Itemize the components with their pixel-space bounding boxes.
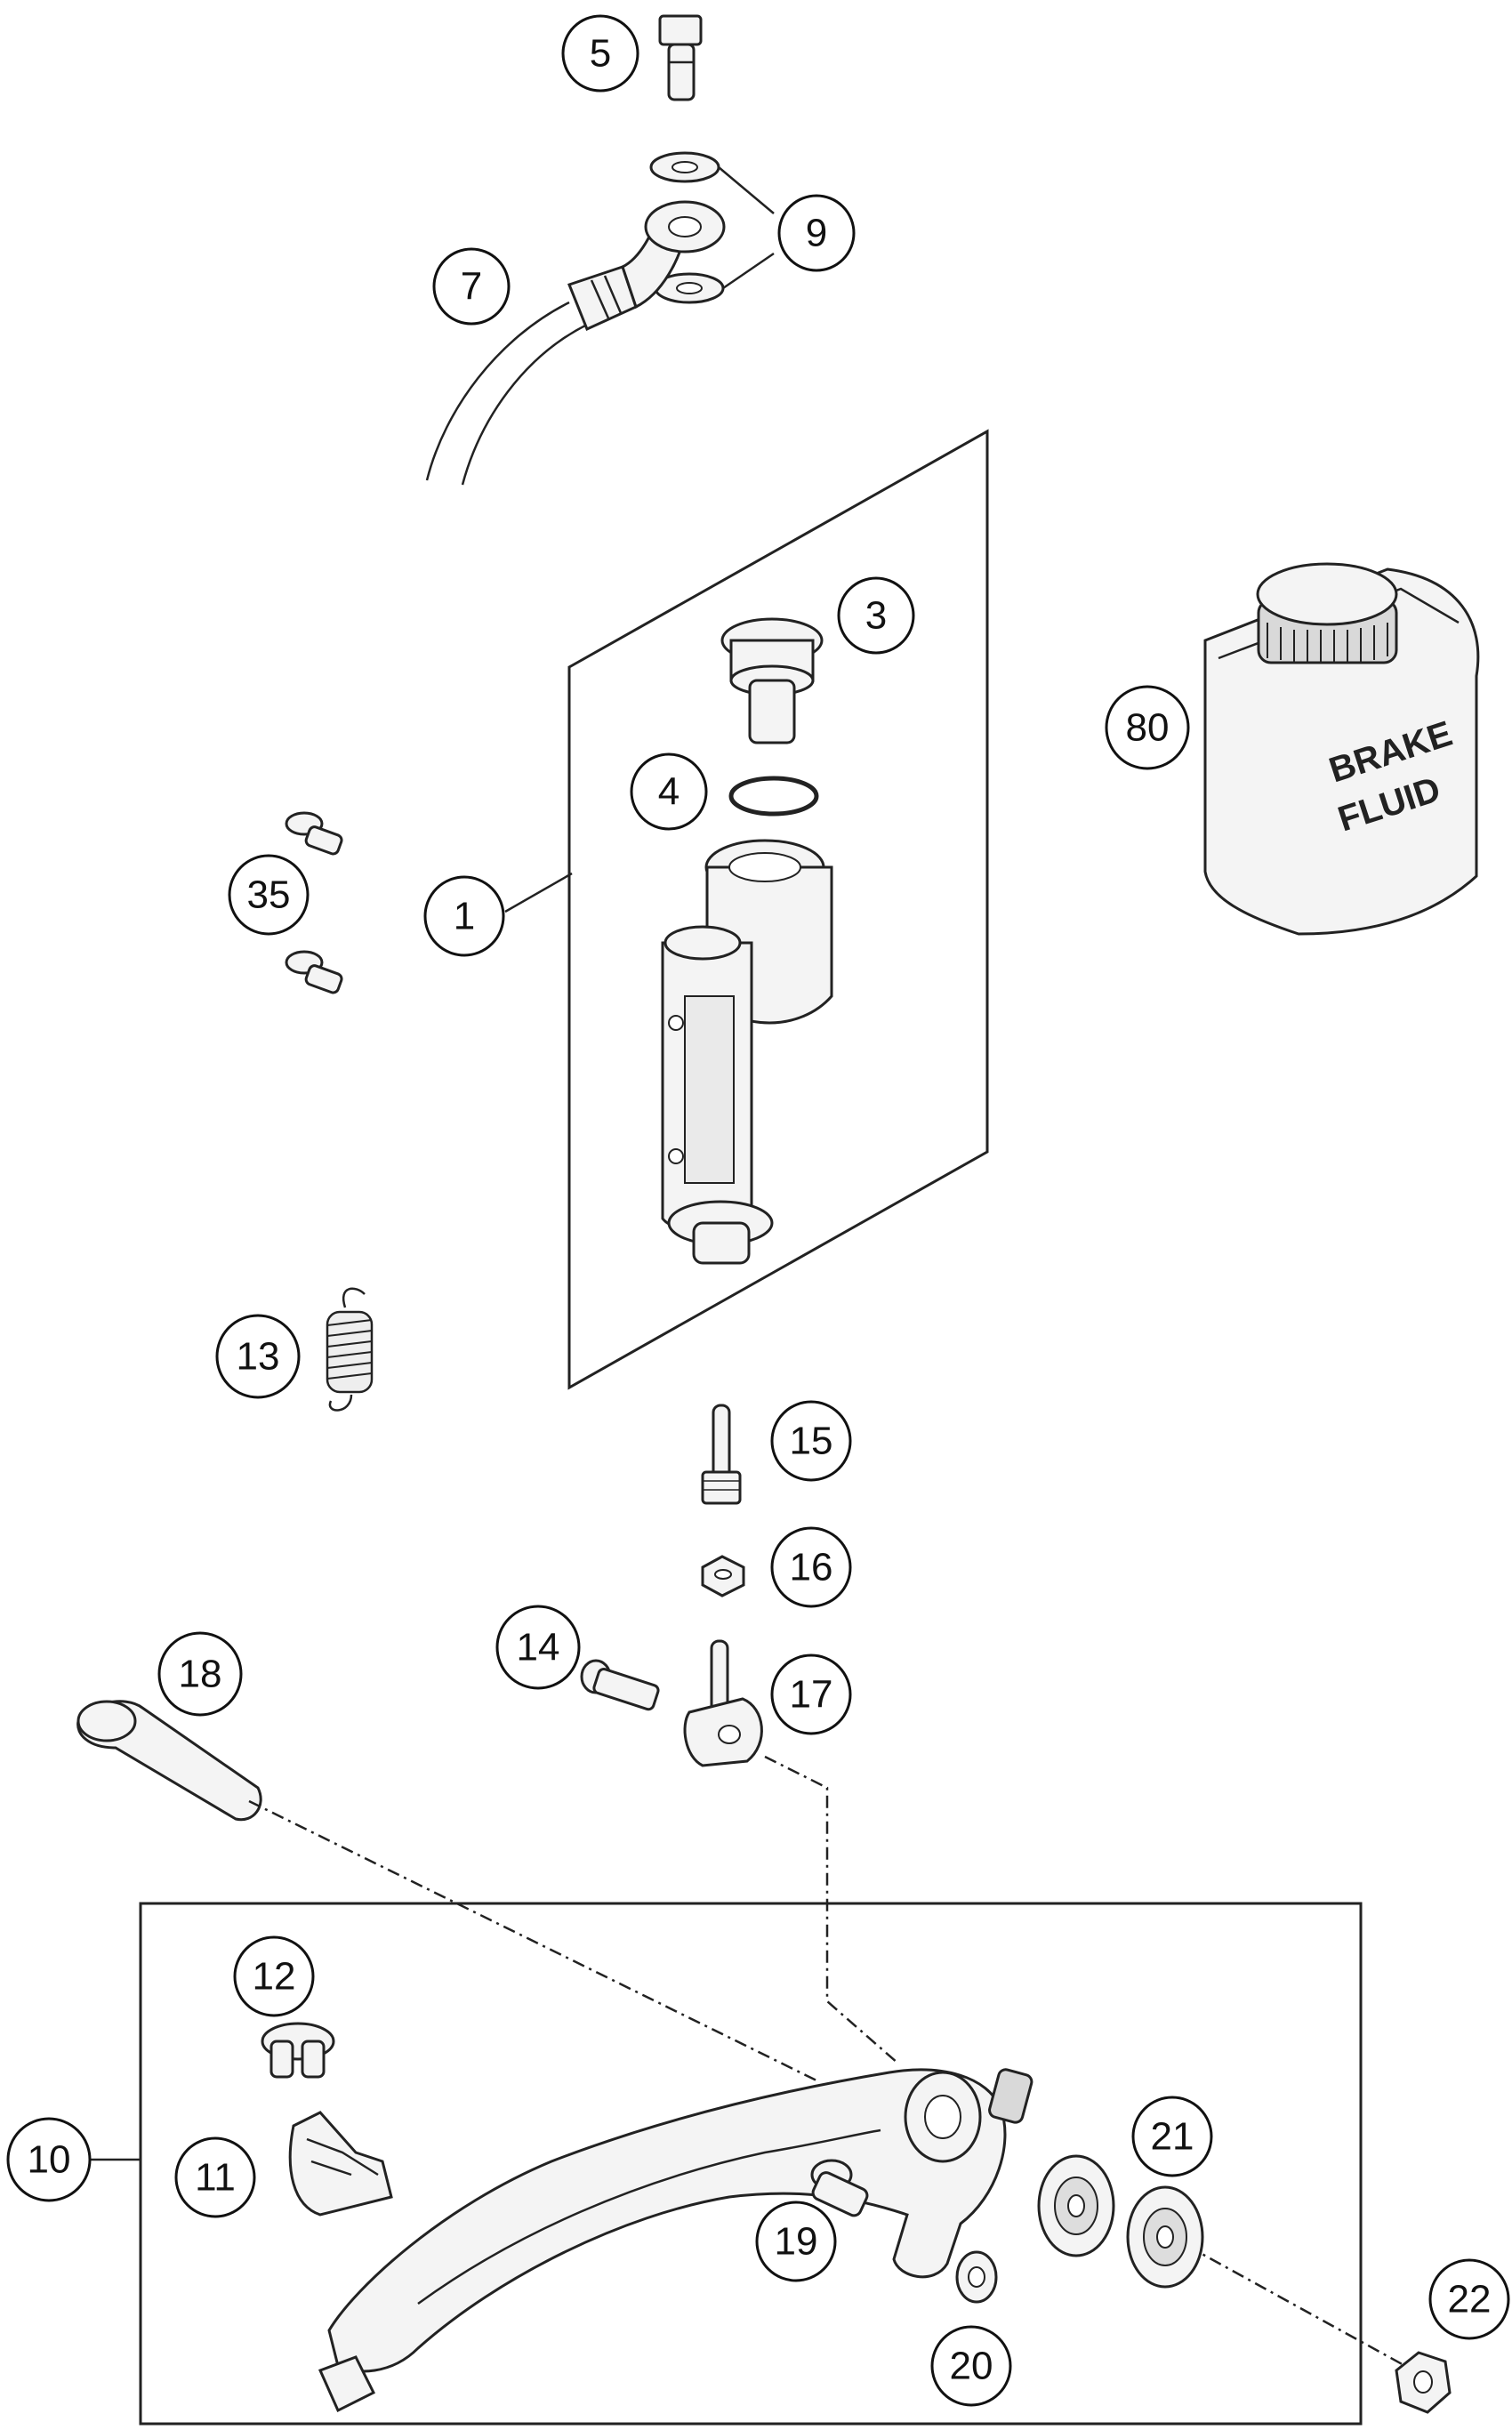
svg-text:22: 22 bbox=[1448, 2278, 1492, 2321]
svg-text:17: 17 bbox=[790, 1673, 833, 1717]
svg-text:3: 3 bbox=[865, 594, 887, 638]
callout-15: 15 bbox=[770, 1400, 852, 1482]
callout-9: 9 bbox=[777, 194, 856, 272]
washer-part bbox=[955, 2250, 998, 2304]
callout-22: 22 bbox=[1428, 2258, 1510, 2340]
callout-14: 14 bbox=[495, 1605, 581, 1690]
callout-80: 80 bbox=[1105, 685, 1190, 770]
svg-text:7: 7 bbox=[461, 265, 482, 309]
callout-11: 11 bbox=[174, 2136, 256, 2218]
svg-text:35: 35 bbox=[247, 873, 291, 917]
callout-3: 3 bbox=[837, 576, 915, 655]
master-cylinder-part bbox=[661, 839, 833, 1265]
svg-text:14: 14 bbox=[517, 1626, 560, 1670]
callout-7: 7 bbox=[432, 247, 511, 326]
svg-text:80: 80 bbox=[1126, 706, 1170, 750]
callout-35: 35 bbox=[228, 854, 310, 936]
svg-text:21: 21 bbox=[1151, 2115, 1194, 2159]
callout-21: 21 bbox=[1131, 2096, 1213, 2177]
bushing-part bbox=[261, 2022, 335, 2079]
svg-text:19: 19 bbox=[775, 2220, 818, 2264]
callout-19: 19 bbox=[755, 2201, 837, 2282]
svg-text:1: 1 bbox=[454, 895, 475, 938]
o-ring-part bbox=[728, 776, 819, 817]
svg-text:16: 16 bbox=[790, 1546, 833, 1589]
mounting-screw-part bbox=[285, 811, 343, 994]
svg-text:20: 20 bbox=[950, 2345, 993, 2388]
master-cylinder-group-frame bbox=[567, 429, 989, 1390]
callout-17: 17 bbox=[770, 1654, 852, 1735]
assembly-line-forkhead bbox=[764, 1755, 899, 2064]
fork-head-part bbox=[683, 1639, 763, 1767]
assembly-line-bolt bbox=[248, 1799, 819, 2083]
pedal-tip-part bbox=[288, 2111, 393, 2217]
callout-10: 10 bbox=[6, 2117, 92, 2202]
pedal-bolt-part bbox=[76, 1700, 262, 1822]
reservoir-connector-part bbox=[720, 617, 824, 744]
svg-text:10: 10 bbox=[28, 2138, 71, 2182]
svg-text:4: 4 bbox=[658, 770, 680, 814]
callout-5: 5 bbox=[561, 14, 639, 93]
callout-16: 16 bbox=[770, 1526, 852, 1608]
svg-text:5: 5 bbox=[590, 32, 611, 76]
callout-12: 12 bbox=[233, 1935, 315, 2017]
callout-18: 18 bbox=[157, 1631, 243, 1717]
assembly-line-bearing bbox=[1186, 2244, 1406, 2368]
brake-hose-part bbox=[425, 200, 726, 486]
callout-13: 13 bbox=[215, 1314, 301, 1399]
svg-text:9: 9 bbox=[806, 212, 827, 255]
svg-text:12: 12 bbox=[253, 1955, 296, 1999]
clevis-pin-part bbox=[580, 1659, 660, 1711]
callout-20: 20 bbox=[930, 2325, 1012, 2407]
svg-text:11: 11 bbox=[195, 2156, 236, 2200]
push-rod-part bbox=[701, 1404, 742, 1505]
sleeve-part bbox=[810, 2159, 869, 2217]
hex-nut-part bbox=[701, 1555, 745, 1597]
svg-text:15: 15 bbox=[790, 1420, 833, 1463]
brake-pedal-part bbox=[318, 2068, 1033, 2413]
lock-nut-part bbox=[1395, 2351, 1452, 2414]
brake-pedal-group-frame bbox=[139, 1902, 1363, 2426]
banjo-bolt-part bbox=[658, 14, 703, 101]
leader-lines bbox=[89, 166, 775, 2161]
callout-1: 1 bbox=[423, 875, 505, 957]
bearing-part bbox=[1037, 2154, 1204, 2289]
svg-text:18: 18 bbox=[179, 1653, 222, 1696]
callout-4: 4 bbox=[630, 752, 708, 831]
svg-text:13: 13 bbox=[237, 1335, 280, 1379]
brake-fluid-bottle-part: BRAKE FLUID bbox=[1203, 562, 1480, 936]
return-spring-part bbox=[326, 1287, 374, 1412]
